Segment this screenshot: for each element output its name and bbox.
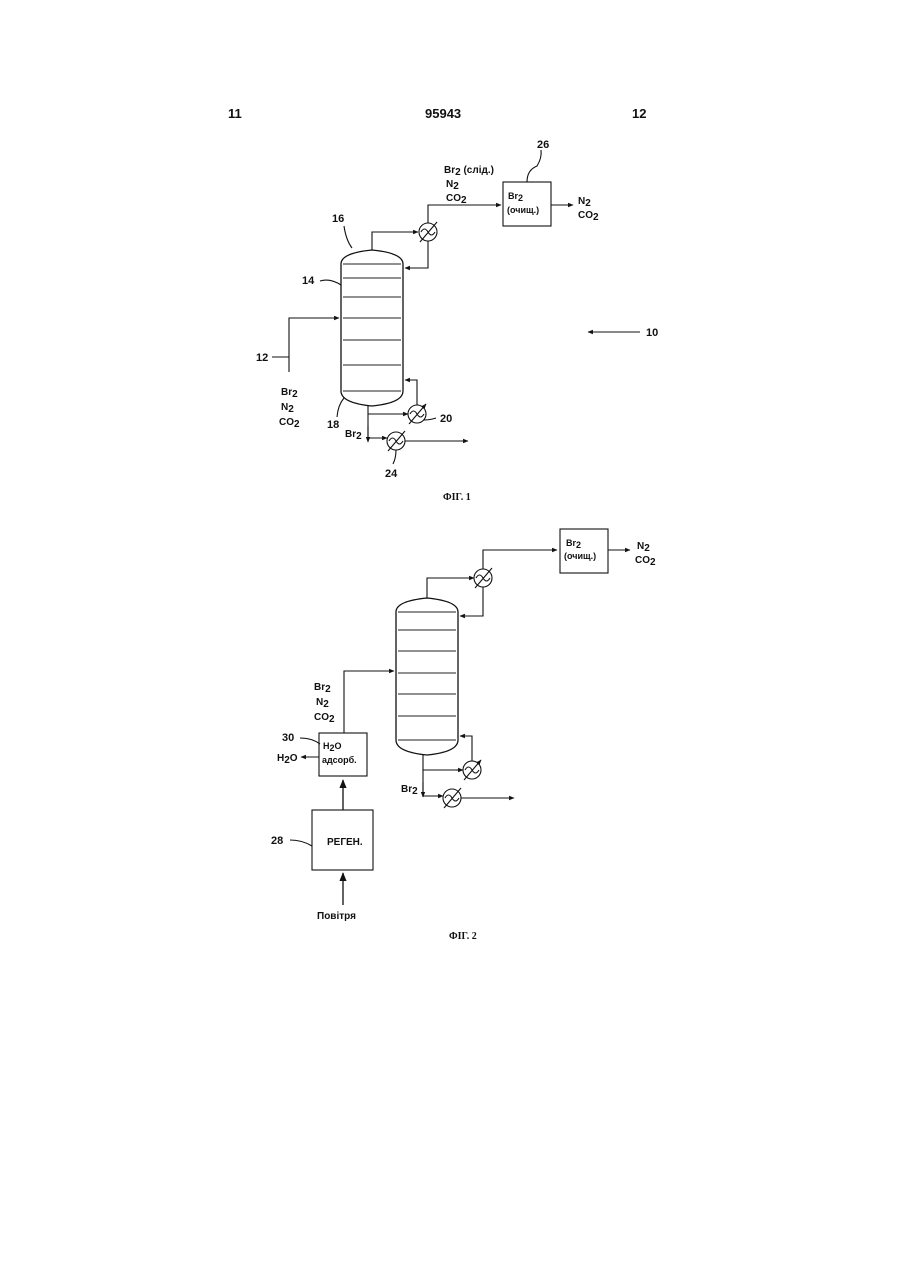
ref-30: 30 [282,732,294,744]
fig2-purifier-line2: (очищ.) [564,551,596,561]
fig2-feed-line2: N2 [316,697,329,710]
water-adsorber-box: H2O адсорб. [319,733,367,776]
cooler-icon-2 [443,788,461,808]
regenerator-box: РЕГЕН. [312,810,373,870]
condenser-icon [419,222,437,242]
condenser-icon-2 [474,568,492,588]
bromine-purifier-box-2: Br2 (очищ.) [560,529,608,573]
ref-28: 28 [271,835,283,847]
fig2-water-out: H2O [277,753,298,766]
distillation-column [341,250,403,406]
ref-10: 10 [646,327,658,339]
fig2-out-line2: CO2 [635,555,656,568]
ref-26: 26 [537,139,549,151]
bromine-purifier-box: Br2 (очищ.) [503,182,551,226]
fig2-out-line1: N2 [637,541,650,554]
distillation-column-2 [396,598,458,755]
fig1-out-line1: N2 [578,196,591,209]
fig1-purifier-line2: (очищ.) [507,205,539,215]
figure-1: Br2 (слід.) N2 CO2 Br2 (очищ.) 26 N2 CO2… [256,139,658,503]
ref-14: 14 [302,275,315,287]
fig1-feed-line1: Br2 [281,387,298,400]
fig2-bottom-product: Br2 [401,784,418,797]
reboiler-icon [408,404,426,424]
fig2-adsorber-line2: адсорб. [322,755,357,765]
fig2-feed-line1: Br2 [314,682,331,695]
fig1-out-line2: CO2 [578,210,599,223]
fig2-regen-label: РЕГЕН. [327,837,363,848]
ref-24: 24 [385,468,398,480]
fig2-air-in: Повітря [317,911,356,922]
ref-20: 20 [440,413,452,425]
fig1-feed-line2: N2 [281,402,294,415]
figure-2: Br2 (очищ.) N2 CO2 Br2 N2 CO2 H2O адсорб [271,529,656,942]
fig2-caption: ФІГ. 2 [449,931,477,942]
fig1-caption: ФІГ. 1 [443,492,471,503]
fig1-top-stream-line3: CO2 [446,193,467,206]
ref-16: 16 [332,213,344,225]
fig1-top-stream-line1: Br2 (слід.) [444,165,494,178]
fig1-bottom-product: Br2 [345,429,362,442]
ref-18: 18 [327,419,339,431]
ref-12: 12 [256,352,268,364]
fig2-feed-line3: CO2 [314,712,335,725]
reboiler-icon-2 [463,760,481,780]
fig1-feed-line3: CO2 [279,417,300,430]
cooler-icon [387,431,405,451]
fig1-top-stream-line2: N2 [446,179,459,192]
